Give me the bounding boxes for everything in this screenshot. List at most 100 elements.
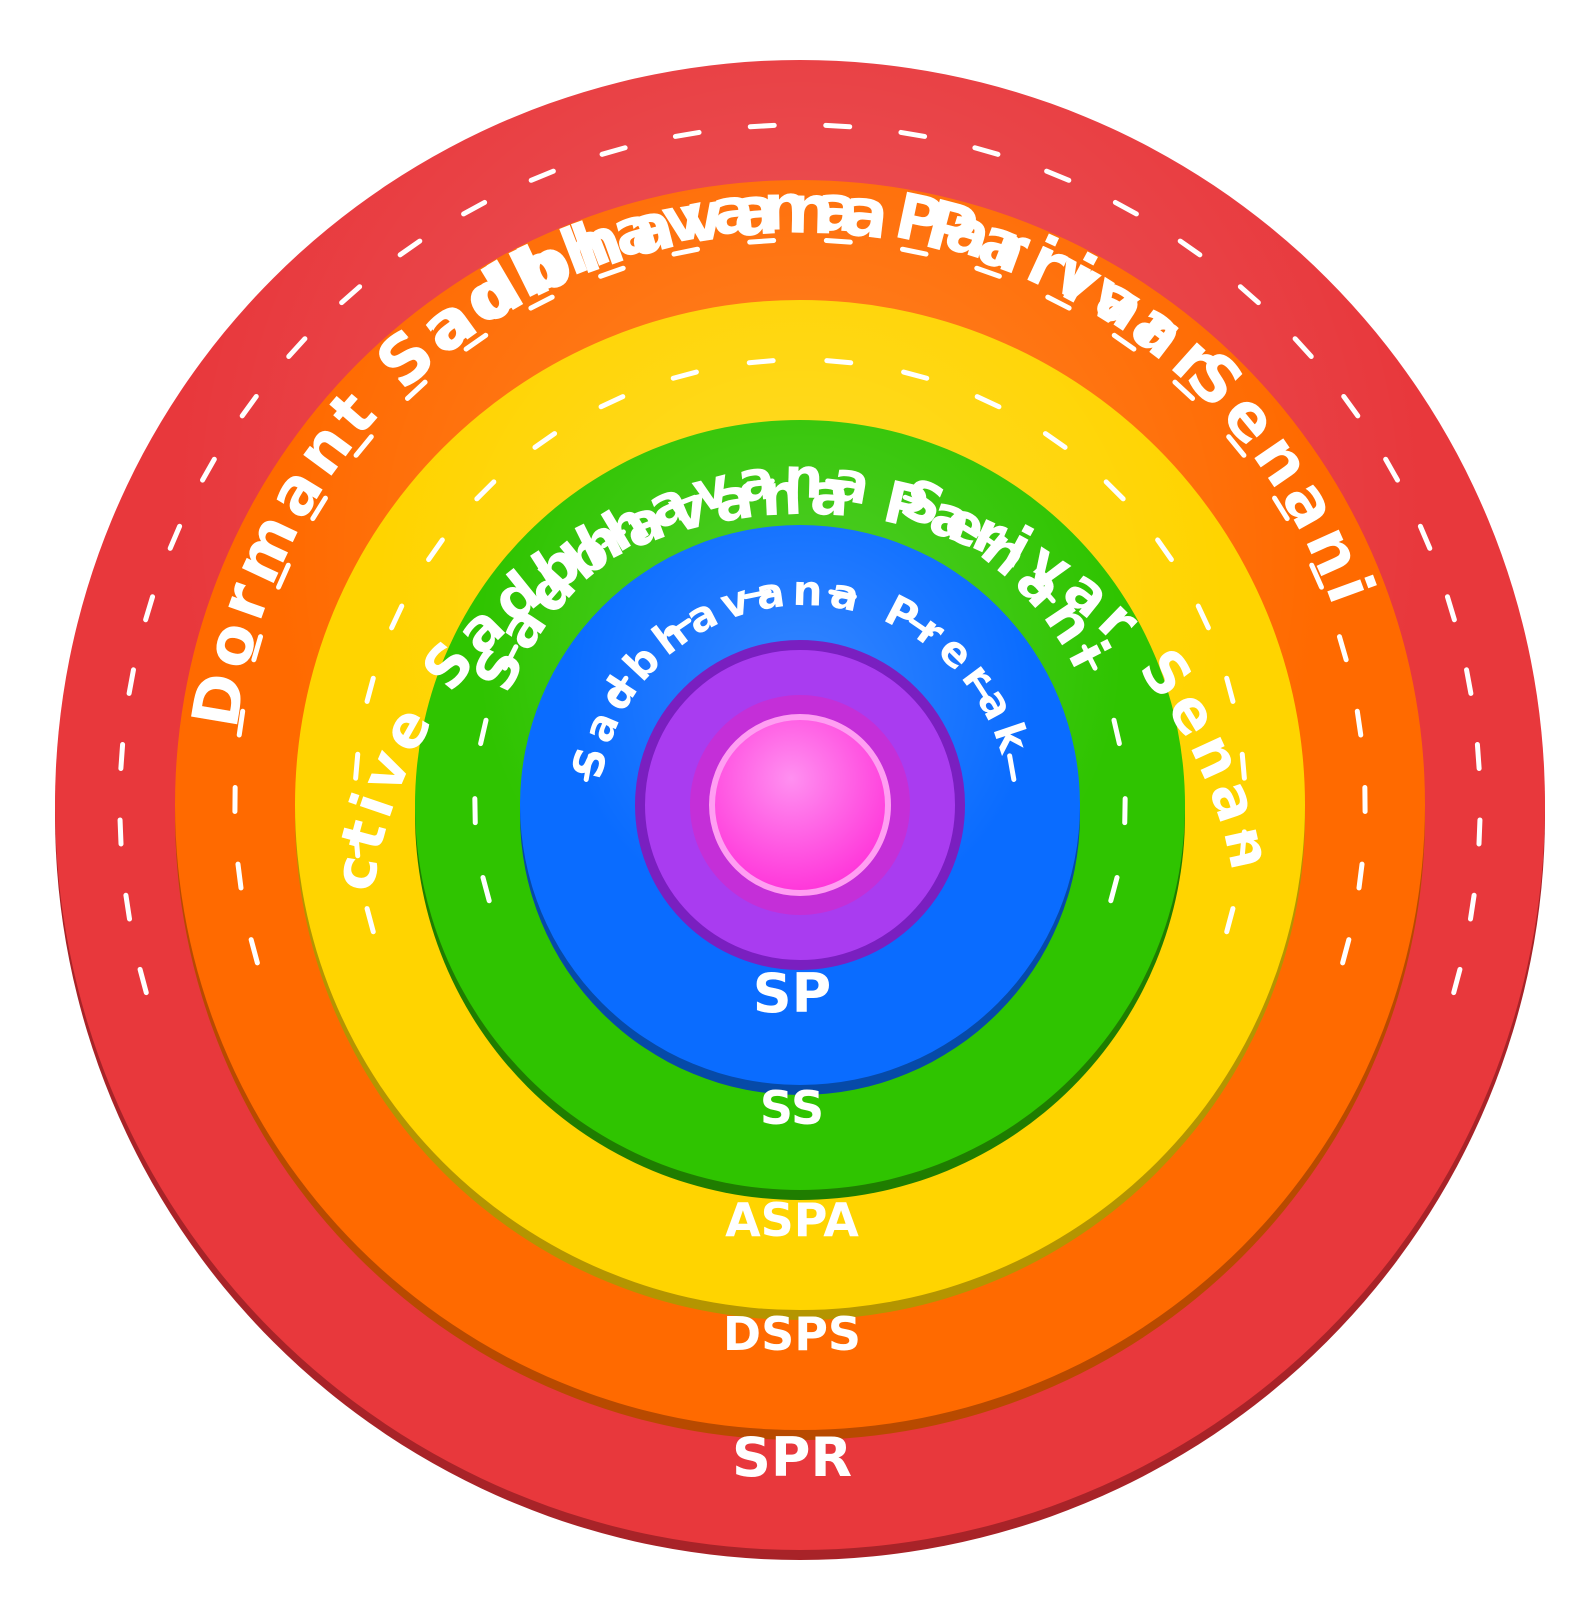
ring-dash — [123, 892, 133, 922]
ring-dash — [669, 494, 698, 509]
ring-dash — [823, 122, 853, 130]
ring-dash — [1340, 937, 1352, 966]
ring-dash — [1103, 479, 1126, 502]
ring-dash — [599, 145, 628, 157]
ring-dash — [598, 394, 626, 410]
ring-abbr-prerak: SP — [753, 962, 831, 1025]
ring-dash — [1112, 199, 1139, 217]
ring-abbr-active: ASPA — [725, 1193, 859, 1247]
ring-dash — [1226, 434, 1247, 458]
ring-dash — [747, 122, 777, 130]
ring-dash — [1474, 742, 1482, 771]
ring-dash — [1383, 456, 1400, 483]
ring-dash — [1239, 829, 1247, 859]
ring-dash — [236, 708, 246, 738]
ring-dash — [1354, 708, 1364, 738]
ring-abbr-senani: SS — [760, 1081, 824, 1135]
ring-dash — [1476, 817, 1483, 847]
ring-dash — [235, 861, 244, 891]
ring-dash — [528, 294, 555, 311]
ring-dash — [1042, 431, 1068, 450]
ring-dash — [824, 358, 854, 366]
ring-dash — [1272, 495, 1290, 522]
core-center — [709, 714, 891, 896]
ring-dash — [239, 393, 259, 419]
ring-dash — [1239, 751, 1247, 781]
ring-dash — [276, 562, 291, 590]
ring-dash — [900, 246, 929, 257]
ring-dash — [389, 603, 405, 631]
ring-dash — [1034, 580, 1056, 604]
ring-dash — [463, 332, 489, 352]
ring-dash — [1111, 332, 1137, 352]
ring-dash — [353, 751, 361, 781]
ring-dash — [1309, 562, 1324, 590]
ring-dash — [666, 618, 692, 637]
ring-dash — [461, 199, 488, 217]
ring-dash — [1237, 284, 1261, 306]
ring-dash — [902, 494, 931, 509]
ring-dash — [200, 456, 217, 483]
ring-dash — [974, 529, 999, 549]
ring-dash — [544, 580, 566, 604]
ring-dash — [397, 238, 423, 258]
ring-dash — [353, 829, 361, 859]
ring-dash — [1007, 753, 1017, 782]
ring-dash — [670, 369, 699, 381]
ring-dash — [1444, 594, 1457, 623]
ring-dash — [1341, 393, 1361, 419]
ring-dash — [478, 717, 489, 747]
ring-dash — [974, 394, 1002, 410]
ring-dash — [339, 284, 363, 306]
ring-dash — [310, 495, 328, 522]
ring-dash — [426, 537, 445, 563]
ring-dash — [474, 479, 497, 502]
ring-dash — [480, 875, 492, 904]
ring-dash — [1417, 523, 1433, 551]
ring-dash — [901, 369, 930, 381]
ring-dash — [1336, 634, 1349, 663]
ring-dash — [598, 265, 626, 279]
ring-dash — [1177, 238, 1203, 258]
ring-dash — [1467, 892, 1477, 922]
ring-dash — [1045, 294, 1072, 311]
ring-dash — [1172, 379, 1196, 401]
ring-abbr-dormant: DSPS — [723, 1307, 861, 1361]
ring-dash — [974, 265, 1002, 279]
ring-dash — [908, 618, 934, 637]
ring-dash — [353, 434, 374, 458]
ring-dash — [1224, 906, 1236, 935]
ring-dash — [825, 478, 855, 487]
ring-dash — [1224, 675, 1236, 704]
ring-dash — [1195, 603, 1211, 631]
ring-dash — [828, 589, 857, 600]
ring-dash — [364, 906, 376, 935]
ring-dash — [1155, 537, 1174, 563]
ring-dash — [1356, 861, 1365, 891]
ring-abbr-outer: SPR — [732, 1426, 852, 1489]
ring-dash — [137, 966, 149, 996]
ring-dash — [1108, 875, 1120, 904]
ring-dash — [118, 742, 126, 771]
ring-dash — [251, 634, 264, 663]
ring-dash — [117, 817, 124, 847]
ring-dash — [898, 129, 928, 139]
ring-dash — [971, 675, 990, 701]
rings-group — [55, 60, 1545, 1560]
ring-dash — [746, 358, 776, 366]
ring-dash — [671, 246, 700, 257]
ring-dash — [745, 478, 775, 487]
ring-dash — [532, 431, 558, 450]
ring-dash — [1111, 717, 1122, 747]
ring-dash — [364, 675, 376, 704]
ring-dash — [1044, 168, 1072, 183]
ring-dash — [286, 336, 308, 359]
ring-dash — [167, 523, 183, 551]
ring-dash — [404, 379, 428, 401]
ring-dash — [1292, 336, 1314, 359]
ring-dash — [672, 129, 702, 139]
ring-dash — [972, 145, 1001, 157]
ring-dash — [583, 753, 593, 782]
ring-dash — [126, 667, 136, 696]
